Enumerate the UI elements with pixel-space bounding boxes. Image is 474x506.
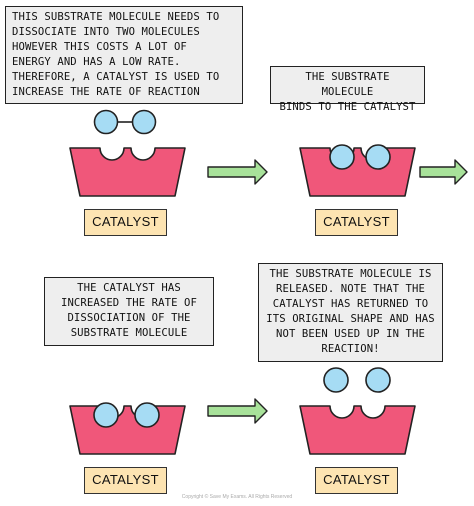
note-dissociate: THIS SUBSTRATE MOLECULE NEEDS TO DISSOCI…: [5, 6, 243, 104]
product-molecules-released: [323, 367, 391, 393]
catalyst-label: CATALYST: [84, 209, 167, 236]
catalyst-label: CATALYST: [315, 209, 398, 236]
substrate-molecule-joined: [93, 109, 157, 135]
note-binds: THE SUBSTRATE MOLECULE BINDS TO THE CATA…: [270, 66, 425, 113]
substrate-molecule-bound: [329, 144, 391, 170]
note-released: THE SUBSTRATE MOLECULE IS RELEASED. NOTE…: [258, 263, 443, 362]
copyright-footer: Copyright © Save My Exams. All Rights Re…: [181, 494, 293, 500]
arrow-right: [419, 159, 468, 185]
product-molecules-bound: [93, 402, 160, 428]
catalyst-shape: [299, 405, 416, 455]
catalyst-shape: [299, 147, 416, 197]
note-increased: THE CATALYST HAS INCREASED THE RATE OF D…: [44, 277, 214, 346]
catalyst-shape: [69, 405, 186, 455]
catalyst-label: CATALYST: [84, 467, 167, 494]
catalyst-label: CATALYST: [315, 467, 398, 494]
catalyst-shape: [69, 147, 186, 197]
arrow-right: [207, 398, 268, 424]
arrow-right: [207, 159, 268, 185]
